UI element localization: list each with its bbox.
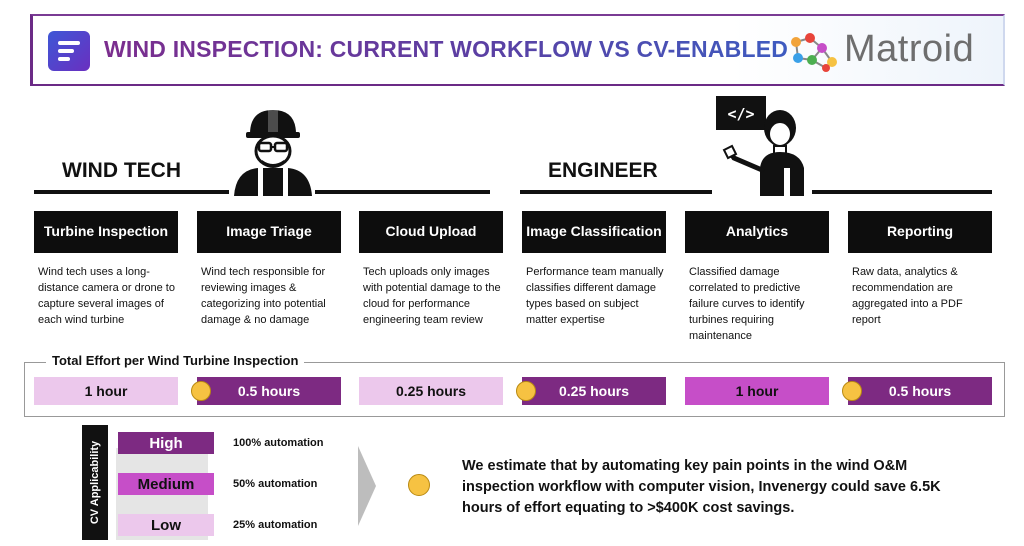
effort-analytics: 1 hour	[685, 377, 829, 405]
role-line-right-b	[812, 190, 992, 194]
dot-marker-icon	[408, 474, 430, 496]
hardhat-worker-icon	[234, 110, 312, 196]
step-description: Wind tech responsible for reviewing imag…	[201, 266, 326, 326]
cv-applicability-axis: CV Applicability	[82, 425, 108, 540]
effort-title: Total Effort per Wind Turbine Inspection	[46, 353, 305, 368]
legend-level-high: High	[118, 432, 214, 454]
step-label: Analytics	[685, 211, 829, 253]
svg-text:</>: </>	[727, 105, 754, 123]
dot-marker-icon	[191, 381, 211, 401]
cv-applicability-label: CV Applicability	[89, 440, 101, 525]
molecule-logo-icon	[791, 33, 837, 72]
step-analytics: Analytics Classified damage correlated t…	[685, 211, 829, 345]
matroid-logo: Matroid	[786, 28, 1001, 74]
step-description: Wind tech uses a long-distance camera or…	[38, 266, 175, 326]
menu-lines-icon	[48, 31, 90, 71]
step-image-classification: Image Classification Performance team ma…	[522, 211, 666, 329]
step-label: Image Triage	[197, 211, 341, 253]
role-line-left-a	[34, 190, 229, 194]
step-description: Tech uploads only images with potential …	[363, 266, 501, 326]
header-frame	[30, 14, 1005, 86]
role-wind-tech: WIND TECH	[62, 159, 181, 182]
role-engineer: ENGINEER	[548, 159, 658, 182]
step-cloud-upload: Cloud Upload Tech uploads only images wi…	[359, 211, 503, 329]
engineer-presenter-icon: </>	[716, 96, 804, 196]
code-board-icon: </>	[716, 96, 766, 130]
role-line-right-a	[520, 190, 712, 194]
step-label: Cloud Upload	[359, 211, 503, 253]
effort-image-triage: 0.5 hours	[197, 377, 341, 405]
effort-reporting: 0.5 hours	[848, 377, 992, 405]
effort-frame	[24, 362, 1005, 417]
step-description: Performance team manually classifies dif…	[526, 266, 664, 326]
step-description: Classified damage correlated to predicti…	[689, 266, 805, 342]
step-label: Turbine Inspection	[34, 211, 178, 253]
dot-marker-icon	[842, 381, 862, 401]
chevron-right-icon	[358, 446, 376, 526]
effort-turbine-inspection: 1 hour	[34, 377, 178, 405]
effort-cloud-upload: 0.25 hours	[359, 377, 503, 405]
dot-marker-icon	[516, 381, 536, 401]
logo-text: Matroid	[844, 28, 975, 70]
step-turbine-inspection: Turbine Inspection Wind tech uses a long…	[34, 211, 178, 329]
page-title: WIND INSPECTION: CURRENT WORKFLOW VS CV-…	[104, 36, 789, 62]
legend-automation-low: 25% automation	[233, 519, 318, 531]
summary-text: We estimate that by automating key pain …	[462, 458, 941, 517]
effort-image-classification: 0.25 hours	[522, 377, 666, 405]
legend-level-low: Low	[118, 514, 214, 536]
step-image-triage: Image Triage Wind tech responsible for r…	[197, 211, 341, 329]
step-reporting: Reporting Raw data, analytics & recommen…	[848, 211, 992, 329]
legend-automation-high: 100% automation	[233, 437, 324, 449]
step-label: Image Classification	[522, 211, 666, 253]
step-label: Reporting	[848, 211, 992, 253]
role-line-left-b	[315, 190, 490, 194]
legend-automation-medium: 50% automation	[233, 478, 318, 490]
legend-level-medium: Medium	[118, 473, 214, 495]
step-description: Raw data, analytics & recommendation are…	[852, 266, 963, 326]
